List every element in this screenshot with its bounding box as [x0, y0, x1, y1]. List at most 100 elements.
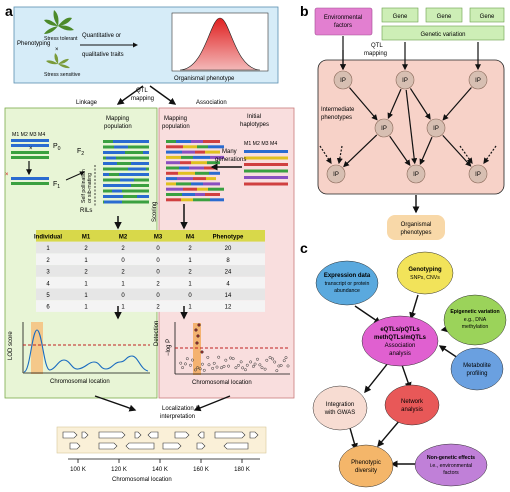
ip-edge	[409, 88, 431, 120]
association-dot	[207, 363, 211, 367]
qtl-line-1: QTL	[371, 43, 383, 49]
ip-edge	[442, 134, 472, 167]
f1-to-f2-arrow	[65, 171, 85, 181]
nongenetic-line-2: factors	[443, 470, 459, 476]
genetic-variation-box	[381, 25, 505, 41]
table-cell: 0	[156, 270, 160, 276]
many-generations-1: Many	[222, 149, 237, 155]
intermediate-line-2: phenotypes	[321, 115, 352, 121]
table-header-cell: M1	[82, 235, 91, 241]
ril-chromosome	[103, 140, 149, 143]
lod-x-label: Chromosomal location	[50, 379, 110, 385]
self-pollination-line-2: or sib-mating	[87, 173, 93, 203]
association-dot	[202, 368, 206, 372]
ril-chromosome	[103, 167, 149, 171]
table-cell: 1	[188, 258, 192, 264]
linkage-mapping-population-2: population	[104, 124, 132, 130]
initial-haplotype-chromosomes	[244, 150, 288, 186]
gene-label-2: Gene	[437, 14, 452, 20]
table-row	[36, 288, 265, 301]
table-cell: 2	[156, 281, 160, 287]
association-segment	[191, 161, 207, 165]
ip-edge	[442, 87, 472, 121]
center-line-1: eQTLs/pQTLs	[380, 327, 420, 333]
association-segment	[203, 182, 220, 186]
association-segment	[180, 161, 191, 165]
association-dot	[260, 366, 264, 370]
p0-chromosomes	[11, 139, 49, 159]
genotyping-title: Genotyping	[408, 267, 442, 273]
table-cell: 1	[46, 246, 50, 252]
gene-arrow	[62, 431, 78, 439]
panel-c: c Expression data transcript or protein …	[300, 240, 507, 488]
metabolite-node	[450, 347, 504, 391]
organismal-phenotype-label: Organismal phenotype	[174, 76, 235, 82]
association-segment	[191, 182, 203, 186]
association-segment	[166, 155, 181, 159]
table-cell: 2	[188, 270, 192, 276]
association-segment	[166, 140, 176, 143]
association-localization-arrow	[193, 395, 231, 412]
ril-segment	[128, 167, 146, 171]
ril-chromosome	[103, 156, 149, 160]
association-dot	[253, 362, 257, 366]
organismal-line-1: Organismal	[401, 222, 432, 228]
ril-segment	[103, 140, 113, 143]
detection-label: Detection	[154, 321, 160, 346]
table-cell: 2	[188, 246, 192, 252]
ip-edge	[343, 134, 378, 168]
metabolite-line-2: profiling	[466, 371, 487, 377]
table-header-cell: Individual	[34, 235, 62, 241]
nongenetic-line-1: i.e., environmental	[430, 463, 472, 469]
scoring-label: Scoring	[152, 202, 158, 222]
lod-curve	[23, 329, 149, 373]
linkage-label: Linkage	[76, 100, 98, 106]
phenotyping-label: Phenotyping	[17, 41, 50, 47]
association-dot	[273, 360, 277, 364]
environmental-line-2: factors	[334, 23, 352, 29]
association-dot	[237, 363, 240, 367]
association-segment	[197, 145, 208, 149]
ril-segment	[109, 173, 119, 176]
gene-label-1: Gene	[393, 14, 408, 20]
table-cell: 2	[84, 270, 88, 276]
gwas-node	[312, 385, 368, 431]
table-cell: 5	[46, 293, 50, 299]
association-segment	[209, 171, 220, 175]
table-cell: 8	[226, 258, 230, 264]
association-segment	[181, 155, 193, 159]
table-cell: 1	[84, 281, 88, 287]
gene-arrow	[214, 431, 246, 439]
table-cell: 2	[121, 270, 125, 276]
environmental-factors-box	[314, 7, 373, 36]
f1-chromosomes	[11, 177, 49, 185]
association-dot	[263, 367, 267, 371]
cross-symbol-f1: ×	[5, 172, 9, 178]
stress-tolerant-label: Stress tolerant	[44, 36, 78, 42]
f2-label: F2	[77, 148, 84, 157]
table-cell: 1	[84, 293, 88, 299]
association-segment	[181, 198, 193, 202]
gene-axis-title: Chromosomal location	[112, 477, 172, 483]
nongenetic-node	[414, 443, 488, 487]
epigenetic-line-1: e.g., DNA	[464, 317, 487, 323]
linkage-arrow	[116, 85, 144, 105]
organismal-line-2: phenotypes	[400, 230, 431, 236]
association-dot	[190, 358, 194, 362]
ril-segment	[120, 178, 134, 182]
association-dot	[239, 360, 243, 364]
table-cell: 12	[225, 305, 232, 311]
bell-curve	[179, 17, 261, 71]
association-dots	[179, 323, 290, 373]
ip-dashed-edge	[336, 145, 343, 165]
association-dot	[185, 357, 189, 361]
gwas-to-diversity-arrow	[349, 427, 358, 451]
association-segment	[191, 140, 203, 143]
association-segment	[203, 140, 220, 143]
mapping-population-chromosomes	[103, 140, 149, 204]
association-segment	[166, 182, 176, 186]
association-segment	[176, 182, 191, 186]
ip-node	[395, 70, 415, 90]
association-segment	[166, 187, 183, 191]
